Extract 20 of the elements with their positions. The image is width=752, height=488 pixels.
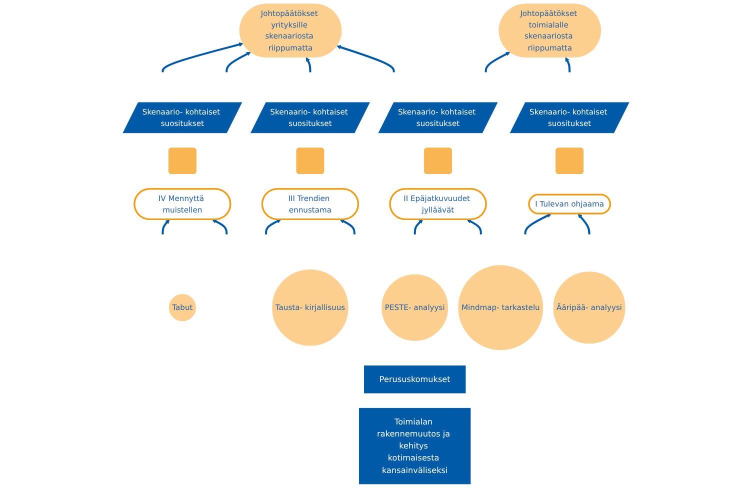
arrow bbox=[212, 219, 228, 234]
foundation-bar: Perususkomukset bbox=[364, 366, 466, 394]
arrow bbox=[466, 219, 482, 234]
scenario-box bbox=[296, 148, 324, 174]
arrow bbox=[336, 45, 395, 72]
scenario-box bbox=[424, 148, 452, 174]
arrow bbox=[226, 52, 251, 72]
foundation-bar: Toimialan rakennemuutos ja kehitys kotimaisesta kansainväliseksi bbox=[359, 408, 471, 484]
arrow bbox=[484, 52, 510, 72]
arrow bbox=[578, 214, 590, 234]
scenario-box bbox=[556, 148, 584, 174]
arrow bbox=[414, 219, 424, 234]
arrow bbox=[565, 57, 571, 72]
arrow bbox=[340, 219, 356, 234]
scenario-box bbox=[168, 148, 196, 174]
arrow bbox=[265, 219, 282, 234]
arrow bbox=[306, 57, 312, 72]
arrow bbox=[524, 214, 552, 234]
arrow bbox=[162, 219, 170, 234]
arrow bbox=[162, 42, 244, 72]
